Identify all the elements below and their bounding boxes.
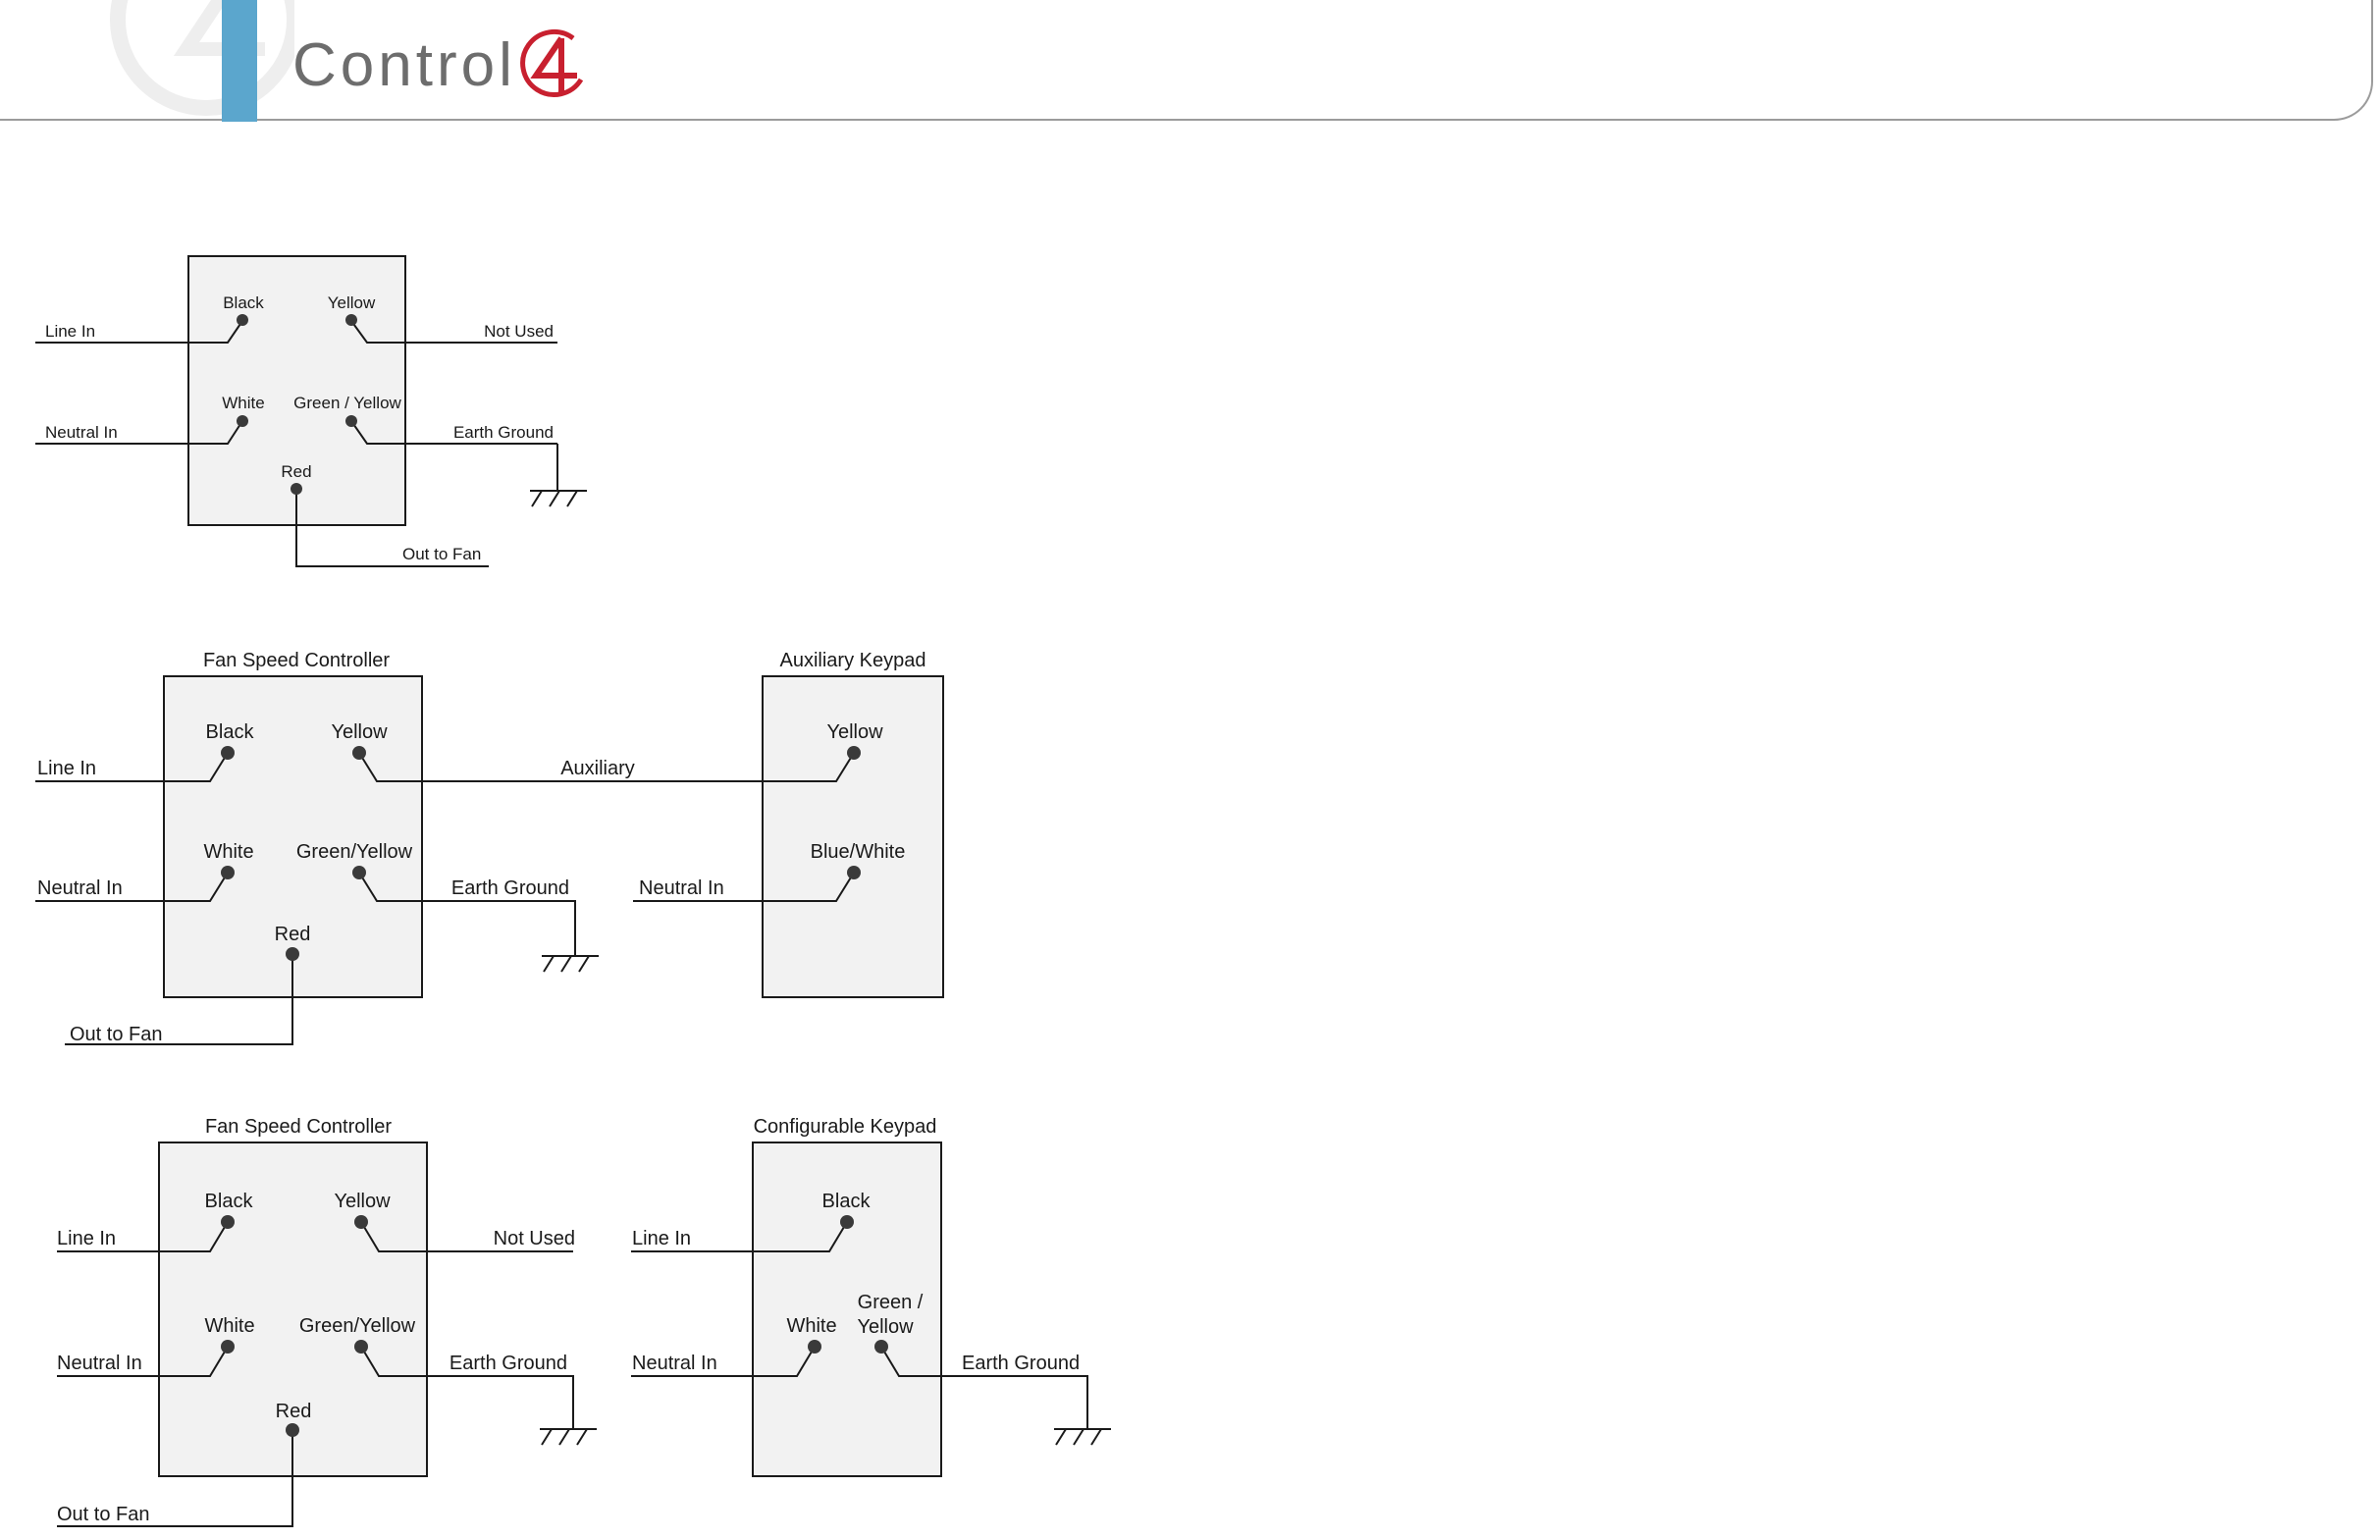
keypad-box (752, 1142, 942, 1477)
header-accent-bar (222, 0, 257, 122)
terminal-label: White (786, 1315, 836, 1337)
wire-label: Neutral In (632, 1353, 717, 1374)
keypad-title: Configurable Keypad (754, 1116, 937, 1138)
terminal-label: Red (281, 462, 311, 481)
terminal-label: White (204, 1315, 254, 1337)
wire-label: Out to Fan (70, 1024, 163, 1045)
terminal-label: White (222, 394, 264, 412)
wire-label: Earth Ground (450, 1353, 567, 1374)
terminal-label: Blue/White (811, 841, 906, 863)
wire-label: Neutral In (57, 1353, 142, 1374)
controller-title: Fan Speed Controller (205, 1116, 392, 1138)
wire-label: Line In (632, 1228, 691, 1249)
terminal-label: Green / Yellow (293, 394, 401, 412)
terminal-label: Red (276, 1401, 312, 1422)
controller-box (187, 255, 406, 526)
terminal-label: Yellow (328, 293, 376, 312)
wire-label: Line In (57, 1228, 116, 1249)
terminal-label: Green / (858, 1292, 924, 1313)
terminal-label: Yellow (334, 1191, 391, 1212)
wire-label: Earth Ground (962, 1353, 1080, 1374)
wire-label: Not Used (484, 322, 554, 341)
wire-label: Earth Ground (453, 423, 554, 442)
wire-label: Neutral In (37, 877, 123, 899)
wire-label: Earth Ground (451, 877, 569, 899)
wire-label: Line In (37, 758, 96, 779)
wire-label: Neutral In (45, 423, 118, 442)
wire-label: Auxiliary (560, 758, 635, 779)
wire-label: Not Used (494, 1228, 575, 1249)
wire-label: Neutral In (639, 877, 724, 899)
control4-logo: Control (292, 22, 589, 110)
terminal-label: Black (205, 1191, 254, 1212)
keypad-title: Auxiliary Keypad (780, 650, 926, 671)
terminal-label: White (203, 841, 253, 863)
terminal-label: Green/Yellow (296, 841, 413, 863)
header-frame (0, 0, 2373, 121)
wire-label: Line In (45, 322, 95, 341)
diagram-1: Black Yellow White Green / Yellow Red Li… (35, 255, 588, 567)
controller-box (163, 675, 423, 998)
terminal-label: Black (206, 721, 255, 743)
diagram-2: Fan Speed Controller Auxiliary Keypad Bl… (35, 650, 944, 1045)
diagram-3: Fan Speed Controller Configurable Keypad… (57, 1116, 1112, 1527)
terminal-label: Yellow (857, 1316, 914, 1338)
wire-label: Out to Fan (402, 545, 481, 563)
wire-label: Out to Fan (57, 1504, 150, 1525)
logo-4-icon (520, 29, 584, 97)
page-header: Control (0, 0, 2380, 123)
logo-wordmark: Control (292, 31, 516, 99)
terminal-label: Yellow (331, 721, 388, 743)
keypad-box (762, 675, 944, 998)
terminal-label: Red (275, 924, 311, 945)
terminal-label: Black (223, 293, 264, 312)
terminal-label: Green/Yellow (299, 1315, 416, 1337)
controller-title: Fan Speed Controller (203, 650, 390, 671)
terminal-label: Yellow (826, 721, 883, 743)
terminal-label: Black (822, 1191, 872, 1212)
